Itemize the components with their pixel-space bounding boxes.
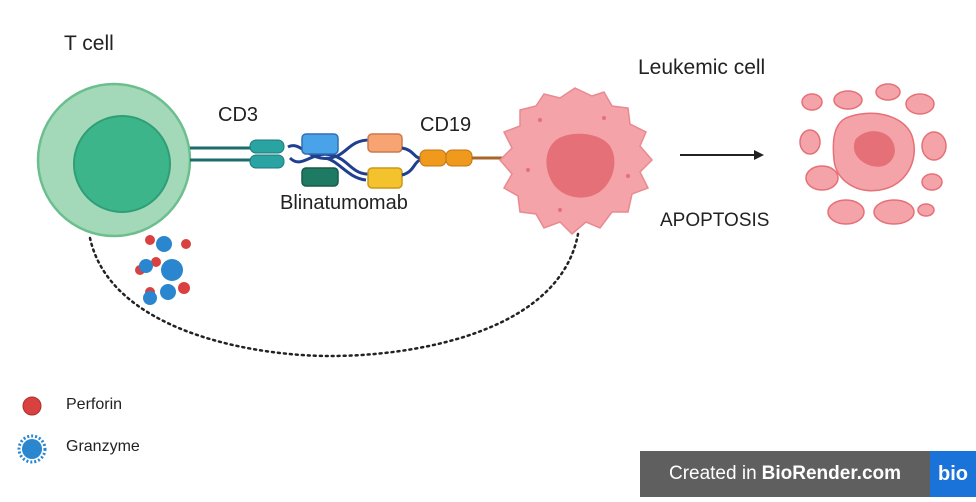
cd19-receptor: [419, 149, 512, 167]
badge-brand: BioRender.com: [761, 463, 902, 484]
leukemic-cell-label: Leukemic cell: [638, 56, 766, 79]
cd3-label: CD3: [218, 104, 259, 126]
granzyme-legend-icon: [17, 434, 47, 464]
blinatumomab-label: Blinatumomab: [280, 192, 408, 214]
leukemic-cell: [498, 87, 654, 236]
cd19-label: CD19: [420, 114, 472, 136]
dotted-interaction-arc: [88, 232, 580, 358]
t-cell: [36, 82, 192, 238]
cytotoxic-granule-cluster: [135, 235, 191, 305]
cd3-receptor: [190, 139, 285, 169]
t-cell-label: T cell: [64, 32, 114, 55]
apoptotic-cell-fragments: [799, 83, 947, 225]
badge-prefix: Created in: [668, 463, 757, 484]
biorender-badge[interactable]: Created in BioRender.com bio: [640, 451, 976, 497]
biorender-logo[interactable]: bio: [930, 451, 976, 497]
perforin-legend-label: Perforin: [66, 396, 123, 413]
badge-text[interactable]: Created in BioRender.com: [640, 451, 930, 497]
granzyme-legend-label: Granzyme: [66, 438, 140, 455]
apoptosis-arrow: [680, 150, 764, 160]
blinatumomab-antibody: [287, 133, 421, 189]
perforin-legend-icon: [22, 396, 42, 416]
apoptosis-label: APOPTOSIS: [660, 210, 770, 231]
